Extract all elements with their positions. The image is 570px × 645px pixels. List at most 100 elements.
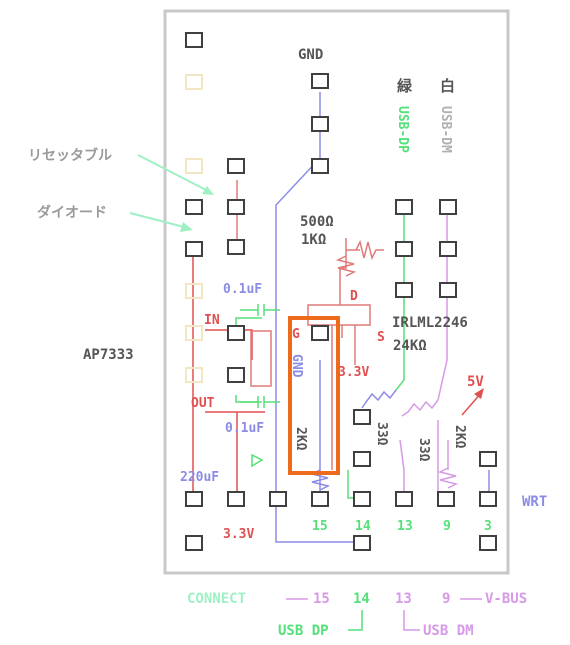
label-white-jp: 白 [440,77,455,95]
label-usb-dp: USB-DP [395,106,410,153]
pad [227,158,245,174]
resistor-33-dp [361,389,397,409]
label-pin-in: IN [204,313,220,328]
pad-faint [185,74,203,90]
pad [353,535,371,551]
pad [185,199,203,215]
v5-arrow-head [474,388,484,399]
pad [227,491,245,507]
usb-dp-bracket [348,610,363,631]
pad [185,241,203,257]
usb-dm-wire [399,210,449,495]
pad [311,325,329,341]
pad [311,73,329,89]
label-conn15: 15 [313,591,330,607]
label-usb-dp-bottom: USB DP [278,623,329,639]
label-usb-dm: USB-DM [438,106,453,153]
label-conn14: 14 [353,591,370,607]
label-conn13: 13 [395,591,412,607]
highlight-box [288,316,340,475]
cap-symbol-top [240,304,280,316]
label-pin-g: G [292,327,300,342]
label-green-jp: 緑 [397,77,413,95]
pad [185,491,203,507]
power-wire [192,250,265,495]
pad [185,32,203,48]
label-r33a: 33Ω [374,422,389,446]
led-symbol [251,453,264,468]
pad [395,491,413,507]
label-cap-top: 0.1uF [223,282,262,297]
label-gnd-vertical: GND [289,354,304,378]
label-usb-dm-bottom: USB DM [423,623,474,639]
pad [439,241,457,257]
pad [353,409,371,425]
resistor-33-dm [401,399,439,417]
label-pin-out: OUT [191,396,215,411]
pad [479,491,497,507]
pad [439,282,457,298]
resettable-arrow-head [202,186,214,195]
pad [437,491,455,507]
mosfet-wire [331,238,360,470]
pad-faint [185,325,203,341]
pad [439,199,457,215]
label-vbus: V-BUS [485,591,527,607]
pad [311,491,329,507]
pad [269,491,287,507]
cap-symbol-bottom [240,396,280,408]
pad [185,535,203,551]
faint-pads [185,74,203,383]
label-ap7333: AP7333 [83,347,134,363]
pad [479,451,497,467]
label-pin9: 9 [443,519,451,534]
pad [227,239,245,255]
label-r24k: 24KΩ [393,338,427,354]
label-v5: 5V [467,374,484,390]
label-pin-d: D [350,289,358,304]
label-v33-mid: 3.3V [338,365,369,380]
label-r33b: 33Ω [416,438,431,462]
label-r500: 500Ω [300,214,334,230]
label-pin15: 15 [312,519,328,534]
label-pin13: 13 [397,519,413,534]
resistor-2k-right [437,467,459,489]
pad [353,451,371,467]
label-r2k-left: 2KΩ [293,427,308,451]
label-cap-220: 220uF [180,470,219,485]
label-gnd-top: GND [298,47,323,63]
ap7333-body [250,330,272,387]
resistor-1k [335,255,357,277]
label-pin3: 3 [484,519,492,534]
board-outline [163,9,510,575]
resettable-arrow [137,154,211,193]
pad [479,535,497,551]
pad-faint [185,367,203,383]
pad [311,158,329,174]
resistor-500 [355,239,384,261]
pad [227,199,245,215]
label-pin-s: S [377,330,385,345]
label-connect: CONNECT [187,591,246,607]
label-irlml: IRLML2246 [392,315,468,331]
label-v33-bottom: 3.3V [223,527,254,542]
pad-faint [185,283,203,299]
label-diode: ダイオード [37,204,107,221]
label-pin14: 14 [355,519,371,534]
pad [395,241,413,257]
diode-arrow-head [180,222,193,232]
pad-faint [185,158,203,174]
pad [311,116,329,132]
label-wrt: WRT [522,494,547,510]
usb-dm-bracket [403,610,420,631]
pad [227,367,245,383]
pad [353,491,371,507]
label-cap-bottom: 0.1uF [225,421,264,436]
pad [395,282,413,298]
label-resettable: リセッタブル [28,147,112,164]
label-r2k-right: 2KΩ [452,425,467,449]
label-r1k: 1KΩ [301,232,326,248]
pad [395,199,413,215]
pad [227,325,245,341]
